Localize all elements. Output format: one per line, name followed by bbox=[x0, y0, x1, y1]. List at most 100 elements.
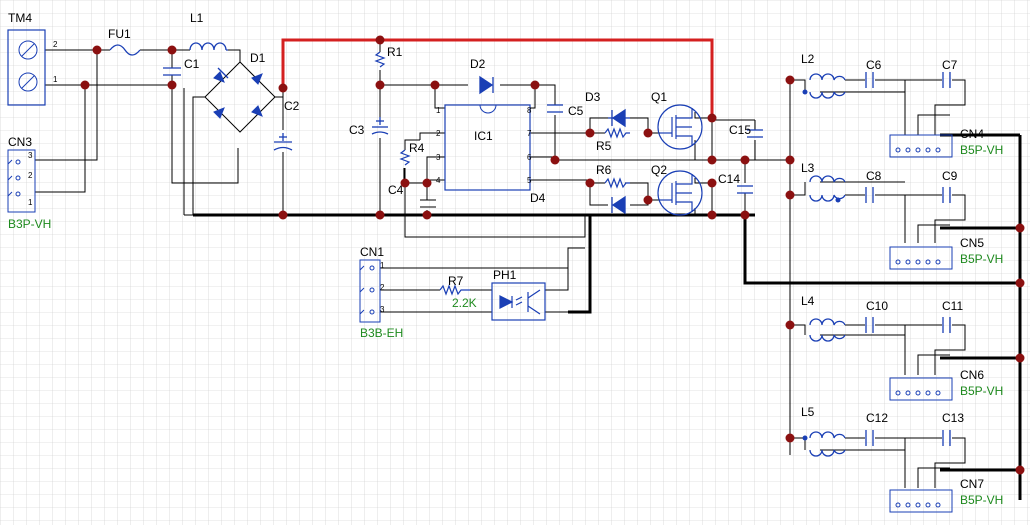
l2-label: L2 bbox=[801, 52, 815, 66]
resistor-r5[interactable] bbox=[604, 127, 630, 139]
ic1-label: IC1 bbox=[474, 129, 493, 143]
cn1-pin-2: 2 bbox=[380, 283, 385, 292]
cn6-label: CN6 bbox=[960, 368, 984, 382]
capacitor-c3[interactable] bbox=[371, 117, 389, 135]
resistor-r7[interactable] bbox=[439, 284, 470, 296]
q2-label: Q2 bbox=[651, 163, 667, 177]
cn4-type: B5P-VH bbox=[960, 143, 1003, 157]
diode-d3[interactable] bbox=[608, 108, 630, 128]
junction-dot bbox=[643, 195, 653, 205]
fuse-fu1[interactable] bbox=[109, 44, 141, 56]
capacitor-c13[interactable] bbox=[942, 430, 951, 446]
junction-dot bbox=[550, 155, 560, 165]
resistor-r4[interactable] bbox=[399, 149, 411, 166]
capacitor-c14[interactable] bbox=[737, 185, 753, 194]
inductor-l5[interactable] bbox=[802, 431, 846, 457]
cn1-type: B3B-EH bbox=[360, 326, 403, 340]
ic1-pin-7: 7 bbox=[527, 129, 532, 138]
connector-cn1[interactable] bbox=[359, 259, 381, 323]
junction-dot bbox=[422, 178, 432, 188]
capacitor-c10[interactable] bbox=[865, 317, 874, 333]
cn4-label: CN4 bbox=[960, 127, 984, 141]
junction-dot bbox=[785, 320, 795, 330]
l5-label: L5 bbox=[801, 405, 815, 419]
c5-label: C5 bbox=[568, 104, 584, 118]
ic1-pin-5: 5 bbox=[527, 176, 532, 185]
cn3-pin-1: 1 bbox=[28, 198, 33, 207]
capacitor-c2[interactable] bbox=[273, 133, 293, 151]
connector-cn6[interactable] bbox=[889, 377, 953, 401]
junction-dot bbox=[1015, 223, 1025, 233]
mosfet-q1[interactable] bbox=[657, 104, 703, 150]
cn7-type: B5P-VH bbox=[960, 493, 1003, 507]
capacitor-c7[interactable] bbox=[942, 72, 951, 88]
r5-label: R5 bbox=[596, 139, 612, 153]
capacitor-c15[interactable] bbox=[747, 129, 763, 138]
ic-ic1[interactable] bbox=[444, 104, 531, 191]
junction-dot bbox=[400, 178, 410, 188]
junction-dot bbox=[167, 80, 177, 90]
diode-d2[interactable] bbox=[479, 75, 494, 95]
cn6-type: B5P-VH bbox=[960, 384, 1003, 398]
l3-label: L3 bbox=[801, 161, 815, 175]
capacitor-c12[interactable] bbox=[865, 430, 874, 446]
bridge-rectifier-d1[interactable] bbox=[213, 67, 263, 119]
resistor-r6[interactable] bbox=[604, 177, 630, 189]
r7-value: 2.2K bbox=[452, 296, 477, 310]
connector-cn3[interactable] bbox=[7, 149, 36, 213]
r7-label: R7 bbox=[448, 274, 464, 288]
cn5-type: B5P-VH bbox=[960, 252, 1003, 266]
d4-label: D4 bbox=[530, 191, 546, 205]
optocoupler-ph1[interactable] bbox=[491, 282, 546, 321]
capacitor-c11[interactable] bbox=[942, 317, 951, 333]
junction-dot bbox=[785, 190, 795, 200]
junction-dot bbox=[375, 210, 385, 220]
ic1-pin-8: 8 bbox=[527, 106, 532, 115]
inductor-l2[interactable] bbox=[802, 73, 846, 99]
junction-dot bbox=[375, 35, 385, 45]
connector-cn7[interactable] bbox=[889, 489, 953, 513]
capacitor-c5[interactable] bbox=[547, 104, 563, 113]
c10-label: C10 bbox=[866, 299, 888, 313]
connector-cn5[interactable] bbox=[889, 246, 953, 270]
junction-dot bbox=[430, 80, 440, 90]
ic1-pin-4: 4 bbox=[436, 176, 441, 185]
cn1-pin-1: 1 bbox=[380, 261, 385, 270]
wires bbox=[35, 40, 966, 488]
junction-dot bbox=[707, 210, 717, 220]
cn7-label: CN7 bbox=[960, 477, 984, 491]
d2-label: D2 bbox=[470, 57, 486, 71]
tm4-pin-2: 2 bbox=[53, 40, 58, 49]
cn5-label: CN5 bbox=[960, 236, 984, 250]
terminal-tm4[interactable] bbox=[7, 29, 46, 106]
cn3-pin-3: 3 bbox=[28, 151, 33, 160]
inductor-l4[interactable] bbox=[809, 318, 846, 342]
l1-label: L1 bbox=[190, 11, 204, 25]
junction-dot bbox=[707, 113, 717, 123]
capacitor-c9[interactable] bbox=[942, 187, 951, 203]
inductor-l3[interactable] bbox=[809, 175, 846, 203]
junction-dot bbox=[422, 210, 432, 220]
c1-label: C1 bbox=[184, 57, 200, 71]
cn1-label: CN1 bbox=[360, 245, 384, 259]
junction-dot bbox=[785, 75, 795, 85]
c6-label: C6 bbox=[866, 58, 882, 72]
capacitor-c8[interactable] bbox=[865, 187, 874, 203]
c11-label: C11 bbox=[942, 299, 963, 313]
diode-d4[interactable] bbox=[611, 195, 626, 215]
capacitor-c1[interactable] bbox=[163, 67, 181, 76]
capacitor-c6[interactable] bbox=[865, 72, 874, 88]
ic1-pin-6: 6 bbox=[527, 153, 532, 162]
c4-label: C4 bbox=[388, 183, 404, 197]
resistor-r1[interactable] bbox=[374, 51, 386, 68]
mosfet-q2[interactable] bbox=[657, 170, 703, 216]
connector-cn4[interactable] bbox=[889, 134, 953, 158]
cn3-type: B3P-VH bbox=[8, 217, 51, 231]
c3-label: C3 bbox=[349, 123, 365, 137]
junction-dot bbox=[585, 128, 595, 138]
junction-dot bbox=[1015, 278, 1025, 288]
inductor-l1[interactable] bbox=[189, 42, 228, 51]
c2-label: C2 bbox=[284, 99, 300, 113]
